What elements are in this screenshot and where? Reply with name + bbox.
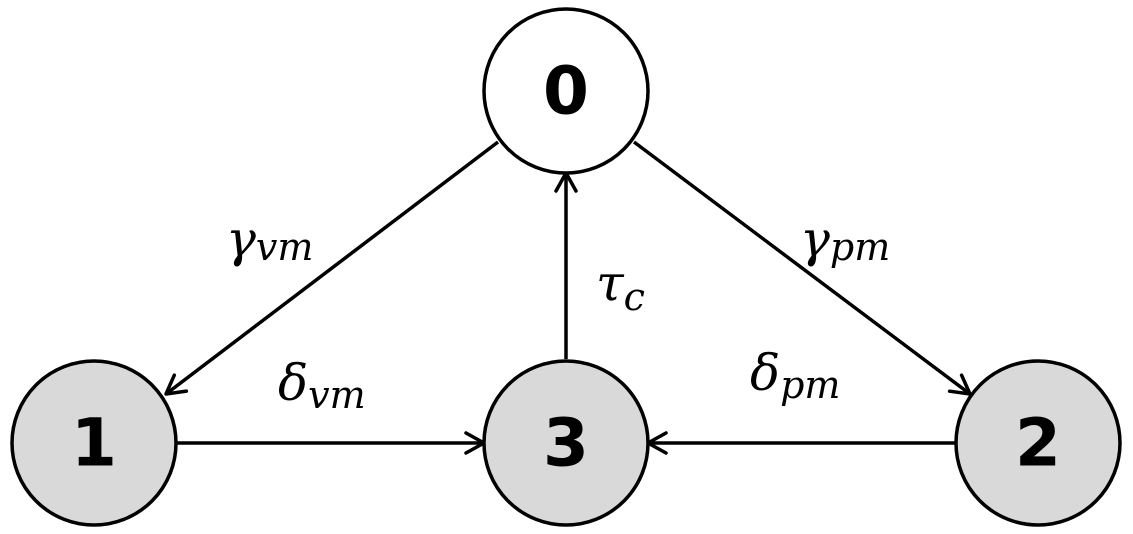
label-tau-c-sub: c — [624, 275, 645, 319]
node-1-circle — [10, 359, 178, 527]
node-0: 0 — [482, 7, 650, 175]
label-delta-vm-sub: vm — [308, 373, 366, 417]
label-tau-c: τc — [596, 254, 645, 319]
label-gamma-pm: γpm — [800, 210, 890, 269]
label-gamma-vm-symbol: γ — [226, 210, 256, 268]
node-1: 1 — [10, 359, 178, 527]
label-delta-pm-sub: pm — [780, 363, 840, 407]
node-1-label: 1 — [71, 405, 117, 482]
label-gamma-vm: γvm — [226, 210, 313, 269]
node-2: 2 — [954, 359, 1122, 527]
node-3-circle — [482, 359, 650, 527]
label-gamma-pm-sub: pm — [830, 225, 890, 269]
node-3: 3 — [482, 359, 650, 527]
node-0-label: 0 — [543, 53, 589, 130]
label-delta-vm: δvm — [278, 354, 366, 417]
node-2-circle — [954, 359, 1122, 527]
label-delta-vm-symbol: δ — [278, 354, 308, 412]
node-0-circle — [482, 7, 650, 175]
label-tau-c-symbol: τ — [596, 254, 625, 312]
node-2-label: 2 — [1015, 405, 1061, 482]
label-delta-pm-symbol: δ — [750, 344, 780, 402]
label-gamma-pm-symbol: γ — [800, 210, 830, 268]
label-gamma-vm-sub: vm — [256, 225, 314, 269]
label-delta-pm: δpm — [750, 344, 840, 407]
edge-0-to-2 — [632, 140, 972, 396]
node-3-label: 3 — [543, 405, 589, 482]
edge-0-to-1 — [164, 140, 500, 396]
